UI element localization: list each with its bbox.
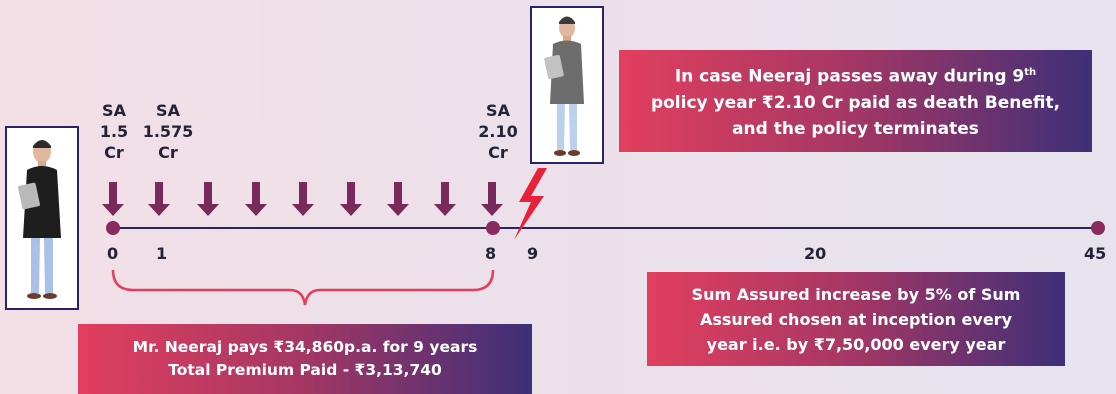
timeline-dot-year-8 bbox=[486, 221, 500, 235]
premium-arrow bbox=[292, 182, 314, 216]
premium-arrow bbox=[102, 182, 124, 216]
tick-label-20: 20 bbox=[804, 244, 827, 263]
premium-callout: Mr. Neeraj pays ₹34,860p.a. for 9 years … bbox=[78, 324, 532, 394]
premium-arrow bbox=[197, 182, 219, 216]
sa-increase-callout: Sum Assured increase by 5% of Sum Assure… bbox=[647, 272, 1065, 366]
premium-arrow bbox=[434, 182, 456, 216]
lightning-bolt-icon bbox=[514, 168, 547, 240]
tick-label-9: 9 bbox=[527, 244, 539, 263]
tick-label-0: 0 bbox=[107, 244, 119, 263]
person-neeraj-deceased-image bbox=[530, 6, 604, 164]
premium-arrow bbox=[245, 182, 267, 216]
tick-label-1: 1 bbox=[156, 244, 168, 263]
tick-label-45: 45 bbox=[1084, 244, 1107, 263]
tick-label-8: 8 bbox=[485, 244, 497, 263]
death-benefit-callout: In case Neeraj passes away during 9th po… bbox=[619, 50, 1092, 152]
man-with-tablet-icon bbox=[18, 140, 61, 299]
premium-arrows bbox=[102, 182, 503, 216]
premium-arrow bbox=[148, 182, 170, 216]
person-neeraj-image bbox=[5, 126, 79, 310]
premium-arrow bbox=[481, 182, 503, 216]
timeline-dot-start bbox=[106, 221, 120, 235]
premium-arrow bbox=[340, 182, 362, 216]
timeline-dot-end bbox=[1091, 221, 1105, 235]
premium-arrow bbox=[387, 182, 409, 216]
premium-bracket bbox=[111, 269, 495, 306]
man-with-tablet-grey-icon bbox=[544, 16, 584, 156]
